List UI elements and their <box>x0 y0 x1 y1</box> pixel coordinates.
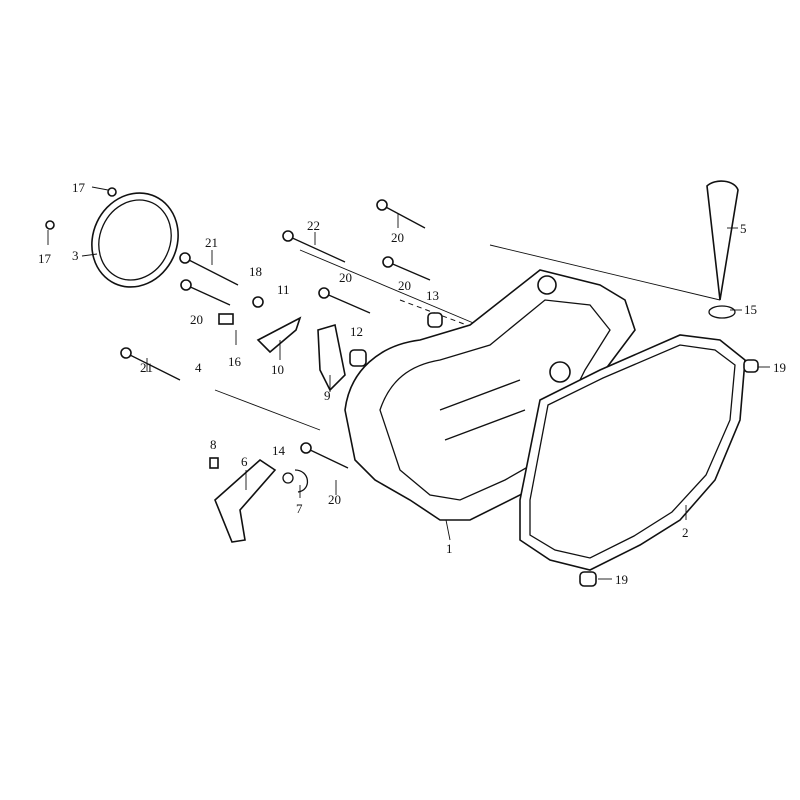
callout-5: 5 <box>740 221 747 236</box>
callout-20: 20 <box>190 312 203 327</box>
small-parts <box>209 180 759 587</box>
callout-20: 20 <box>391 230 404 245</box>
callout-6: 6 <box>241 454 248 469</box>
callout-16: 16 <box>228 354 242 369</box>
callout-22: 22 <box>307 218 320 233</box>
callout-2: 2 <box>682 525 689 540</box>
callout-1: 1 <box>446 541 453 556</box>
callout-18: 18 <box>249 264 262 279</box>
callout-13: 13 <box>426 288 439 303</box>
callout-19: 19 <box>615 572 628 587</box>
callout-20: 20 <box>328 492 341 507</box>
callout-12: 12 <box>350 324 363 339</box>
callout-9: 9 <box>324 388 331 403</box>
callout-4: 4 <box>195 360 202 375</box>
gasket <box>519 334 746 571</box>
callout-19: 19 <box>773 360 786 375</box>
callout-20: 20 <box>339 270 352 285</box>
callout-21: 21 <box>205 235 218 250</box>
callout-17: 17 <box>72 180 86 195</box>
bolts <box>45 187 431 469</box>
callout-8: 8 <box>210 437 217 452</box>
callouts: 17 17 3 21 21 22 20 20 20 20 20 18 11 13… <box>38 180 786 587</box>
callout-3: 3 <box>72 248 79 263</box>
leader-lines <box>47 186 770 580</box>
callout-21: 21 <box>140 360 153 375</box>
callout-20: 20 <box>398 278 411 293</box>
ring-cover <box>91 192 179 288</box>
crankcase-cover <box>344 269 636 521</box>
callout-10: 10 <box>271 362 284 377</box>
callout-17: 17 <box>38 251 52 266</box>
callout-14: 14 <box>272 443 286 458</box>
callout-11: 11 <box>277 282 290 297</box>
callout-7: 7 <box>296 501 303 516</box>
callout-15: 15 <box>744 302 757 317</box>
